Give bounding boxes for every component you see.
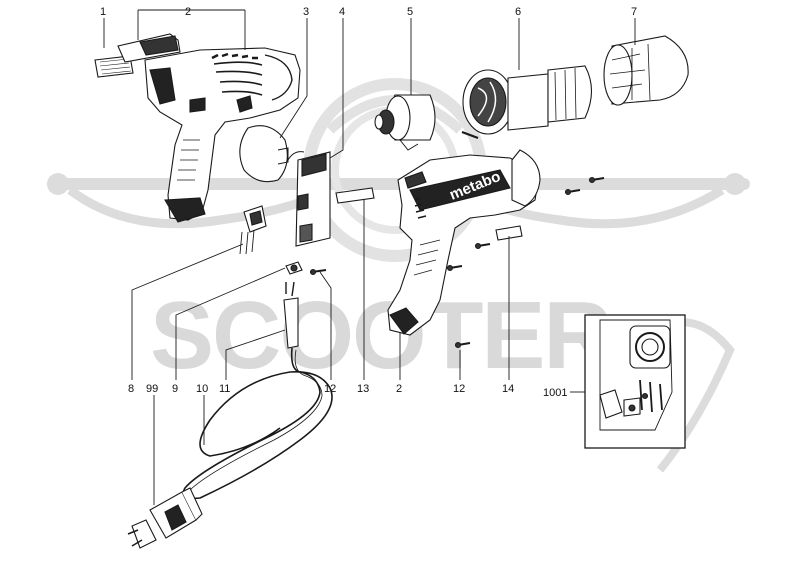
part-13-label-strip	[335, 187, 375, 204]
leader-lines	[103, 9, 636, 505]
part-1-label-sticker	[94, 55, 134, 78]
callout-8: 8	[128, 383, 134, 395]
callout-3: 3	[303, 6, 309, 18]
callout-10: 10	[196, 383, 208, 395]
callout-9: 9	[172, 383, 178, 395]
watermark-text: SCOOTER	[150, 282, 611, 389]
part-3-round-cover	[239, 125, 289, 183]
part-4-electronics-board	[287, 151, 331, 247]
callout-2-bottom: 2	[396, 383, 402, 395]
callout-12-right: 12	[453, 383, 465, 395]
part-5-fan	[374, 94, 436, 151]
part-14-label-strip	[495, 225, 523, 241]
part-10-11-power-cord	[182, 281, 333, 500]
callout-7: 7	[631, 6, 637, 18]
callout-5: 5	[407, 6, 413, 18]
part-99-plug	[127, 487, 203, 549]
part-1001-inset-box	[584, 314, 686, 449]
callout-2-top: 2	[185, 6, 191, 18]
part-12-screw	[309, 268, 327, 276]
callout-6: 6	[515, 6, 521, 18]
part-2-cap	[117, 33, 181, 63]
callout-11: 11	[219, 383, 230, 395]
callout-13: 13	[357, 383, 369, 395]
callout-14: 14	[502, 383, 514, 395]
callout-1: 1	[100, 6, 106, 18]
part-9-clamp	[285, 261, 303, 275]
housing-half-left	[144, 47, 301, 223]
callout-1001: 1001	[543, 387, 567, 399]
callout-4: 4	[339, 6, 345, 18]
part-8-switch	[239, 205, 267, 255]
callout-12-left: 12	[324, 383, 336, 395]
callout-labels: 1 2 3 4 5 6 7 8 99 10 11 9 12 13 2 12 14…	[100, 6, 637, 399]
part-6-heating-element	[461, 65, 593, 140]
part-7-nozzle	[603, 35, 689, 106]
heat-gun-assembled: metabo	[387, 149, 541, 336]
callout-99: 99	[146, 383, 158, 395]
assembled-screws	[446, 176, 605, 349]
